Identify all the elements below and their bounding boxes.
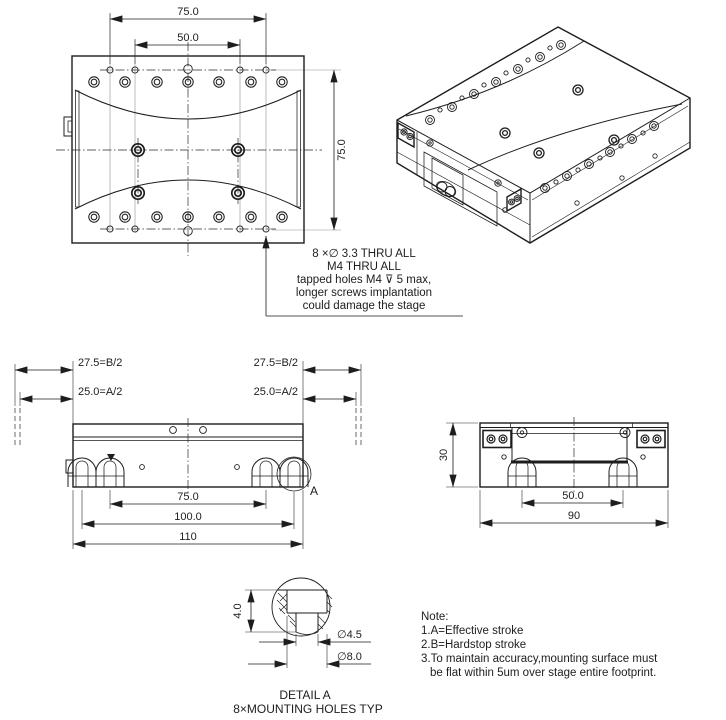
dim-detail-depth: 4.0 [232,603,244,618]
dim-detail-dia80: ∅8.0 [337,651,362,663]
detail-a-dimensions: 4.0 ∅4.5 ∅8.0 [232,589,371,668]
callout-line-3: tapped holes M4 ⊽ 5 max, [297,274,431,286]
dim-front-75: 75.0 [177,491,198,503]
right-rail [296,90,301,208]
callout-line-5: could damage the stage [303,300,426,312]
front-left-tab [65,459,74,474]
detail-a-boundary [271,577,331,637]
screw-cluster-outline [435,180,457,198]
dim-detail-dia45: ∅4.5 [337,629,362,641]
notes-line-2: 2.B=Hardstop stroke [421,639,526,651]
bearing-block-left [397,121,415,149]
dim-side-30: 30 [438,449,450,461]
dim-top-75: 75.0 [177,6,198,18]
isometric-view [396,26,691,244]
top-view: 75.0 50.0 75.0 8 ×∅ 3.3 THRU ALL M4 THRU… [56,6,463,317]
front-view-bottom-dimensions: 75.0 100.0 110 [72,490,304,549]
dim-a-left: 25.0=A/2 [78,386,122,398]
top-plate-arc-lower [74,179,302,210]
notes-line-4: be flat within 5um over stage entire foo… [430,667,656,679]
side-view: 30 50.0 90 [438,417,669,528]
detail-a-marker: A [310,484,318,498]
dim-top-50: 50.0 [177,32,198,44]
detail-a-view: 4.0 ∅4.5 ∅8.0 DETAIL A 8×MOUNTING HOLES … [232,577,383,716]
iso-left-face-details [397,121,522,227]
top-view-mounting-holes [106,64,270,236]
dim-side-90: 90 [568,510,580,522]
dim-a-right: 25.0=A/2 [254,386,298,398]
front-view-stroke-dimensions: 27.5=B/2 27.5=B/2 25.0=A/2 25.0=A/2 [14,357,362,403]
side-view-bearing-blocks [482,429,666,449]
dim-top-75-vertical: 75.0 [336,139,348,160]
detail-a-title: DETAIL A [279,688,330,702]
notes-title: Note: [421,611,449,623]
motor-pocket-step [431,157,464,206]
side-view-dimensions: 30 50.0 90 [438,422,669,528]
front-view: 27.5=B/2 27.5=B/2 25.0=A/2 25.0=A/2 [14,357,362,549]
side-view-cavity [511,427,628,464]
dim-b-left: 27.5=B/2 [78,357,122,369]
iso-arc-lower [467,103,683,171]
top-plate-arc-upper [74,89,302,120]
iso-right-face-details [574,153,658,206]
callout-line-4: longer screws implantation [296,287,432,299]
notes-line-1: 1.A=Effective stroke [421,625,523,637]
dim-front-100: 100.0 [174,511,202,523]
iso-center-bolts [499,84,620,159]
front-view-mount-slots [67,454,309,487]
iso-top-holes [425,40,659,193]
callout-line-2: M4 THRU ALL [327,261,402,273]
connector-tab-inner [67,120,73,133]
bearing-block-front [506,187,522,213]
detail-a-circle [276,456,312,492]
hole-callout: 8 ×∅ 3.3 THRU ALL M4 THRU ALL tapped hol… [262,235,463,317]
motor-pocket [423,151,498,227]
notes-line-3: 3.To maintain accuracy,mounting surface … [421,653,658,665]
iso-arc-upper [405,40,585,117]
detail-a-section [276,589,333,635]
dim-b-right: 27.5=B/2 [254,357,298,369]
dim-front-110: 110 [179,531,197,543]
front-view-holes [139,426,240,470]
dim-side-50: 50.0 [562,490,583,502]
notes-block: Note: 1.A=Effective stroke 2.B=Hardstop … [421,611,658,679]
section-mark [107,454,115,461]
top-view-dimensions: 75.0 50.0 75.0 [109,6,348,231]
top-view-screw-holes [88,76,288,223]
stage-top-body [71,55,305,244]
side-view-mount-slots [507,457,638,487]
side-view-holes [501,427,646,460]
callout-line-1: 8 ×∅ 3.3 THRU ALL [312,248,416,260]
detail-a-subtitle: 8×MOUNTING HOLES TYP [233,702,382,716]
left-rail [75,90,80,208]
